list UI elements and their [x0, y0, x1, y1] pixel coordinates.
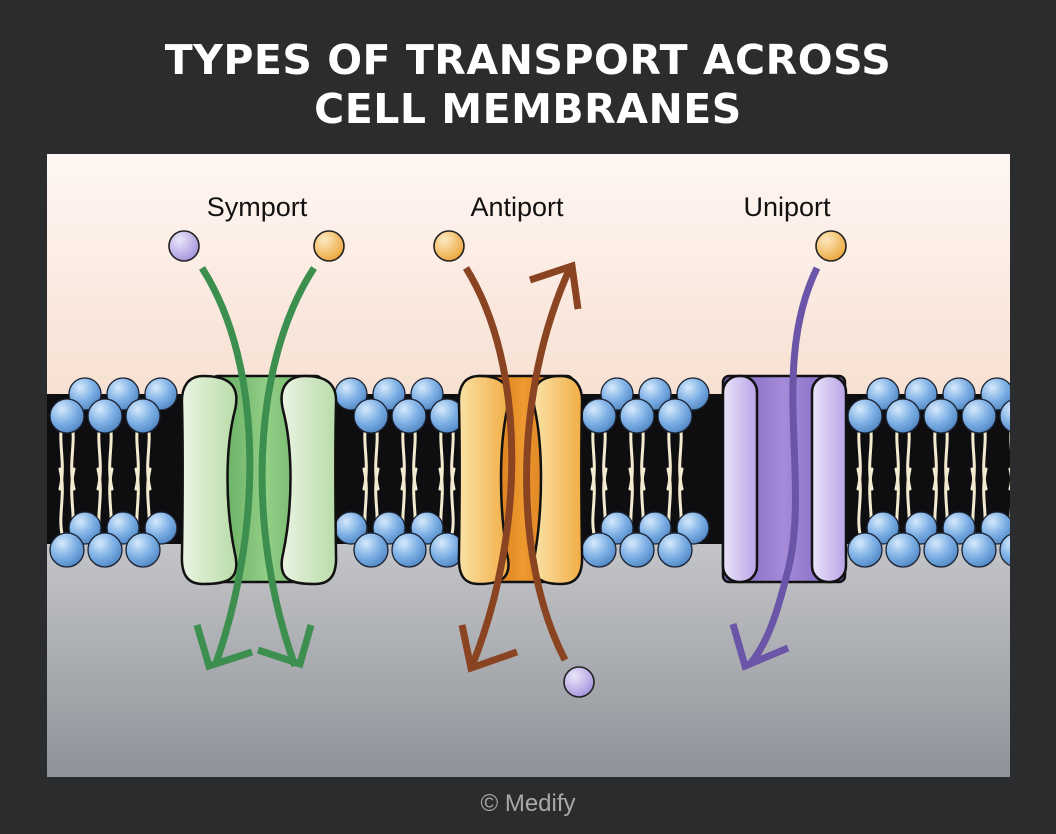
- uniport-arrow-down: [747, 266, 821, 667]
- antiport-arrowhead-down: [458, 624, 519, 673]
- symport-label: Symport: [207, 192, 308, 222]
- uniport-label: Uniport: [743, 192, 831, 222]
- uniport-protein: [721, 374, 848, 584]
- symport-arrowhead-left: [193, 624, 254, 671]
- orange-molecule-uniport: [815, 230, 847, 262]
- phospholipid-heads: [49, 377, 1010, 568]
- copyright-notice: © Medify: [480, 790, 576, 817]
- purple-molecule-symport: [168, 230, 200, 262]
- molecules: [168, 230, 847, 698]
- orange-molecule-antiport: [433, 230, 465, 262]
- symport-arrows: [193, 266, 317, 671]
- antiport-arrowhead-up: [528, 261, 582, 310]
- purple-molecule-antiport: [563, 666, 595, 698]
- membrane-diagram: Symport Antiport Uniport: [47, 154, 1010, 777]
- title-line-1: TYPES OF TRANSPORT ACROSS: [164, 36, 892, 84]
- antiport-protein: [457, 374, 584, 586]
- symport-arrowhead-right: [256, 624, 315, 669]
- symport-arrow-left: [199, 266, 254, 668]
- antiport-label: Antiport: [470, 192, 564, 222]
- symport-protein: [180, 374, 338, 586]
- title-line-2: CELL MEMBRANES: [314, 85, 742, 133]
- antiport-arrow-up: [523, 266, 574, 662]
- uniport-arrowhead-down: [729, 623, 790, 671]
- uniport-arrows: [729, 266, 821, 671]
- orange-molecule-symport: [313, 230, 345, 262]
- antiport-arrow-down: [463, 266, 516, 668]
- symport-arrow-right: [258, 266, 317, 668]
- antiport-arrows: [458, 261, 582, 673]
- page-title: TYPES OF TRANSPORT ACROSS CELL MEMBRANES: [0, 36, 1056, 134]
